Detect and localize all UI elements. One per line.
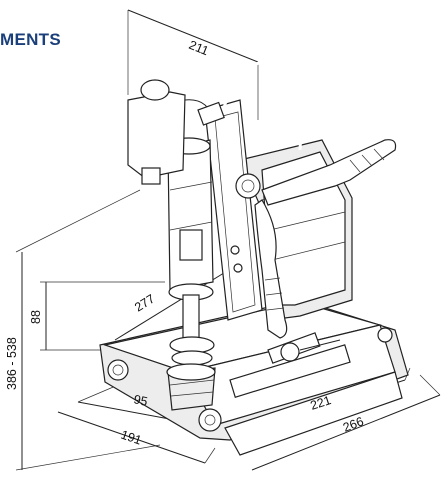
- dimension-label-88: 88: [29, 310, 43, 324]
- coolant-tank: [127, 79, 216, 185]
- drill-column: [204, 99, 263, 321]
- magnetic-base: [99, 299, 409, 456]
- coolant-hose: [197, 57, 304, 151]
- dimension-label-95: 95: [132, 392, 149, 409]
- dimension-label-191: 191: [119, 428, 143, 448]
- dimension-label-211: 211: [187, 38, 211, 58]
- dimension-label-277: 277: [132, 292, 157, 315]
- spindle-motor: [166, 137, 216, 411]
- dimension-label-386-538: 386 - 538: [5, 337, 19, 390]
- dimension-label-221: 221: [309, 393, 333, 413]
- dimension-label-266: 266: [341, 414, 366, 435]
- section-heading: MENTS: [0, 30, 61, 49]
- feed-handles: [235, 139, 397, 339]
